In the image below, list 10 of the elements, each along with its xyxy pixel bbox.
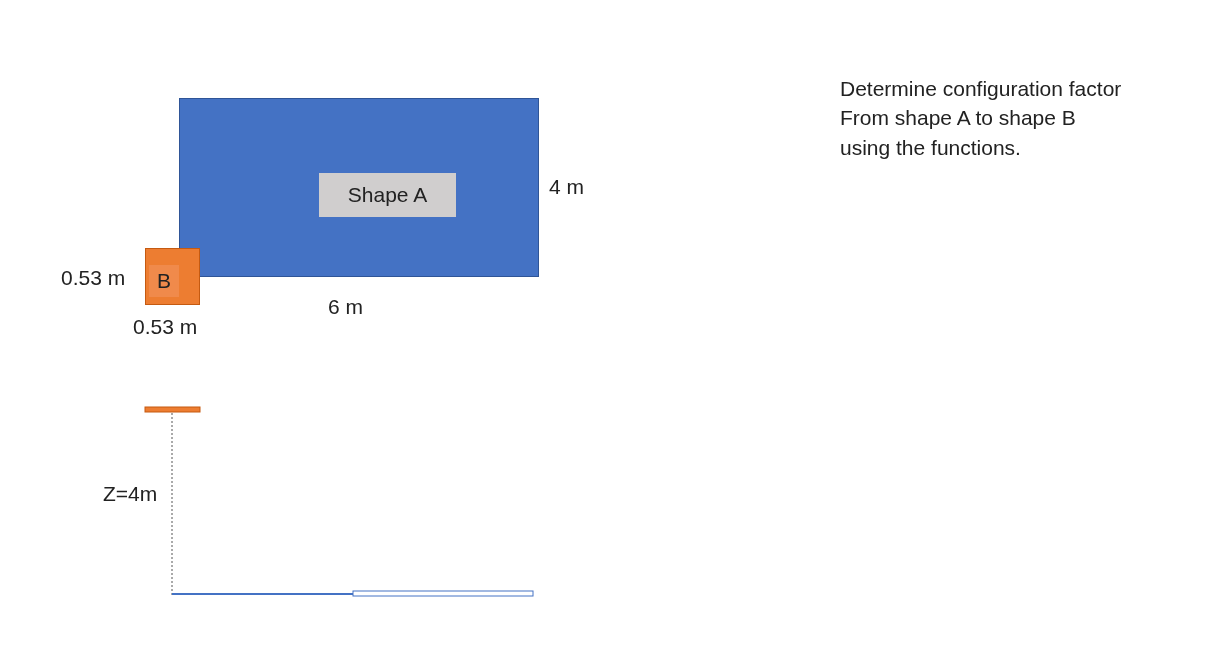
square-shape [145, 248, 200, 305]
dimension-label: Z=4m [103, 481, 158, 507]
rectangle-shape [179, 98, 539, 277]
dimension-label: 0.53 m [61, 265, 126, 291]
shape-label: B [149, 265, 179, 297]
shape-label: Shape A [319, 173, 456, 217]
dimension-label: 4 m [549, 174, 584, 200]
problem-statement: Determine configuration factor From shape A to shape B using the functions. [840, 76, 1123, 161]
dimension-label: 0.53 m [133, 314, 198, 340]
dimension-label: 6 m [328, 294, 363, 320]
